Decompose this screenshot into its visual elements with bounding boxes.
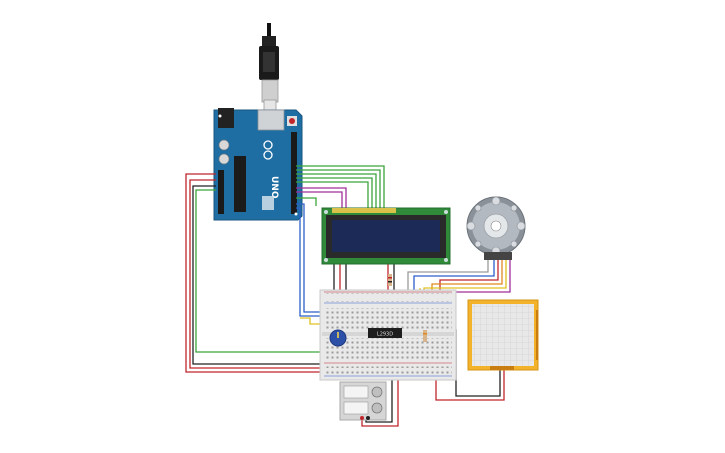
potentiometer[interactable] [329, 329, 347, 347]
digital-header[interactable] [291, 132, 297, 214]
motor-shaft [490, 220, 502, 232]
stepper-motor[interactable] [466, 196, 526, 260]
usb-cable[interactable] [259, 23, 279, 113]
lcd-16x2-display[interactable] [321, 207, 451, 265]
uno-label: UNO [269, 176, 279, 199]
power-supply[interactable] [339, 381, 387, 421]
resistor [423, 330, 427, 342]
voltage-display [343, 385, 369, 399]
atmega-chip [234, 156, 246, 212]
power-jack[interactable] [218, 108, 234, 128]
current-knob[interactable] [371, 402, 383, 414]
current-display [343, 401, 369, 415]
motor-connector [484, 252, 512, 260]
resistor [388, 274, 392, 286]
power-header[interactable] [218, 170, 224, 214]
driver-chip-label: L293D [377, 332, 393, 338]
voltage-knob[interactable] [371, 386, 383, 398]
usb-port[interactable] [257, 109, 285, 131]
driver-chip: L293D [368, 328, 402, 338]
touch-panel-module[interactable] [467, 299, 539, 371]
lcd-pin-header [332, 208, 396, 213]
lcd-screen [332, 220, 440, 252]
arduino-uno-board[interactable]: UNO [213, 108, 303, 221]
arduino-logo [263, 140, 273, 160]
